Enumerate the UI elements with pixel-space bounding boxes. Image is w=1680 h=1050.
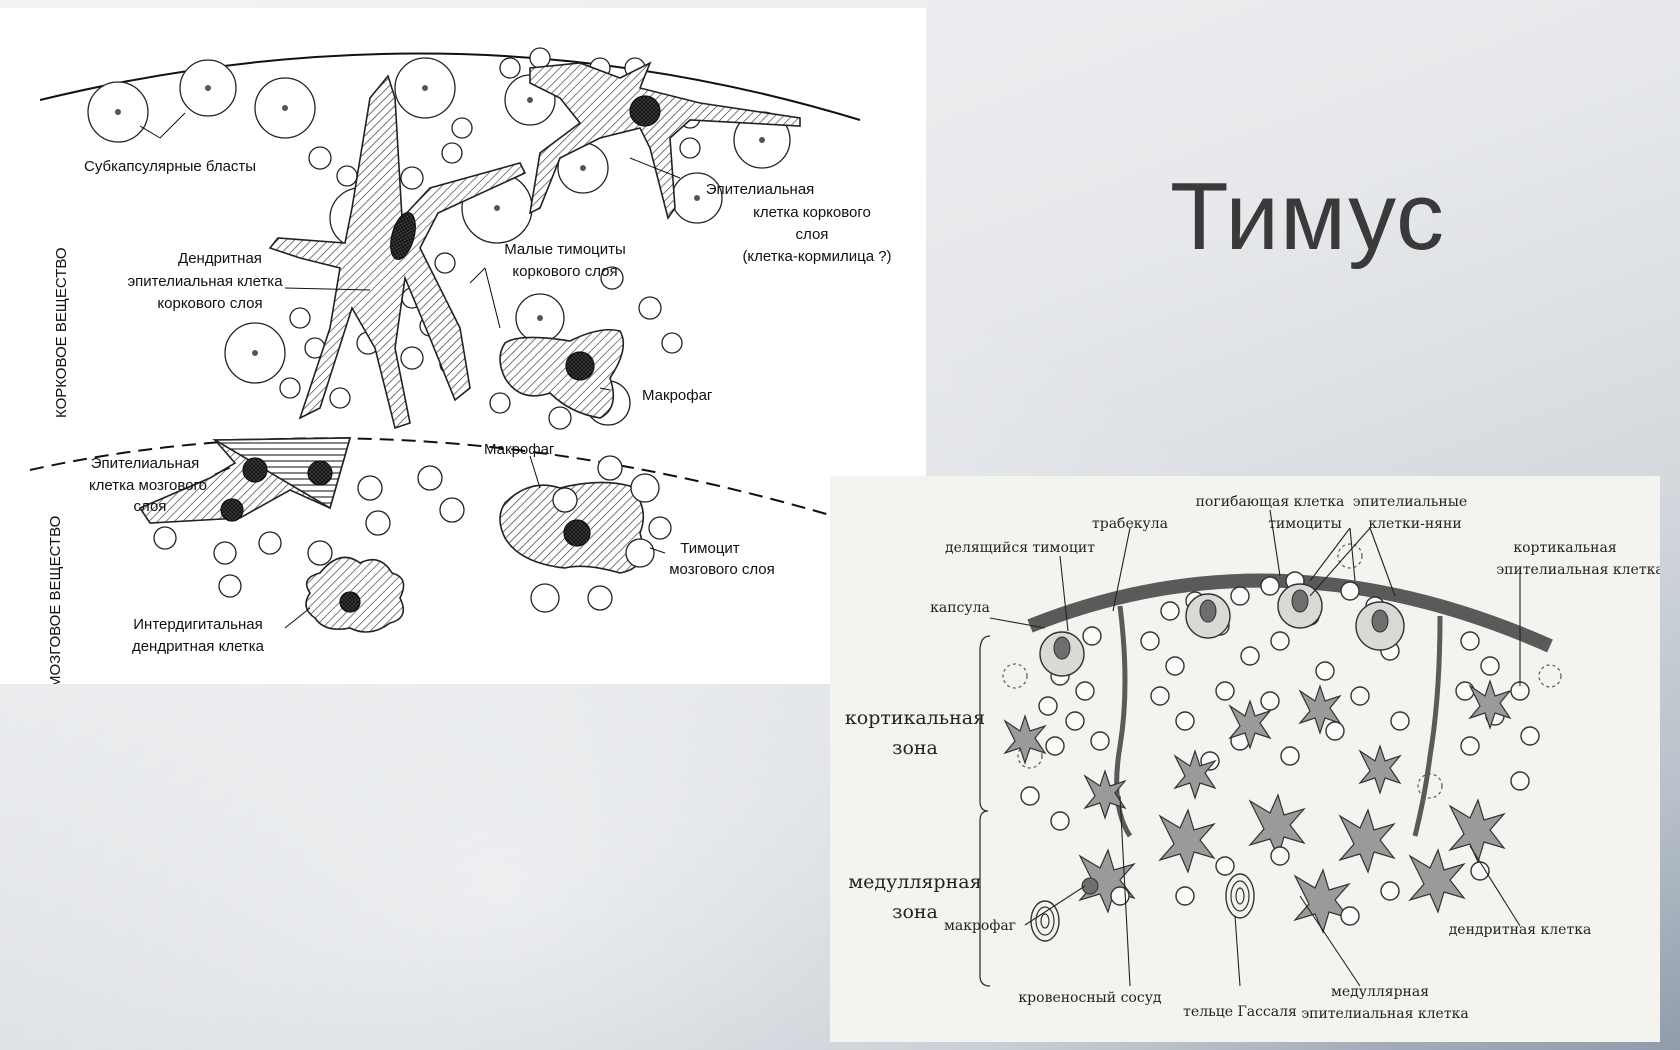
epithelial-medulla-overlay — [212, 437, 352, 510]
label-small-thymocytes-1: Малые тимоциты — [504, 241, 626, 258]
side-label-medulla: МОЗГОВОЕ ВЕЩЕСТВО — [47, 516, 64, 684]
diagram-a-leader-lines — [139, 112, 681, 629]
label-epithelial-cortex-4: (клетка-кормилица ?) — [742, 248, 891, 265]
subcapsular-blast-cells — [87, 57, 791, 426]
thymus-lobule-diagram: погибающая клетка эпителиальные трабекул… — [830, 476, 1660, 1042]
capsule-band — [1027, 573, 1553, 653]
medulla-thymocytes — [153, 455, 672, 613]
dendritic-epithelial-nucleus — [390, 212, 416, 260]
epithelial-medulla-nucleus-2 — [307, 460, 333, 486]
label-cortical-epi-1: кортикальная — [1513, 540, 1617, 556]
label-macrophage-medulla: Макрофаг — [484, 441, 555, 458]
diagram-b-leader-lines — [989, 509, 1521, 987]
label-interdigital-1: Интердигитальная — [133, 616, 262, 633]
label-cortical-zone-1: кортикальная — [845, 707, 985, 729]
label-hassall-body: тельце Гассаля — [1183, 1004, 1297, 1020]
label-medullary-epi-2: эпителиальная клетка — [1301, 1006, 1468, 1022]
label-epithelial-nurse-2: клетки-няни — [1368, 516, 1461, 532]
capsule-line — [39, 52, 861, 121]
stellate-epithelial-cells — [1003, 679, 1512, 934]
label-dividing-thymocyte: делящийся тимоцит — [945, 540, 1095, 556]
label-thymocyte-medulla-1: Тимоцит — [680, 540, 740, 557]
diagram-b-svg: погибающая клетка эпителиальные трабекул… — [845, 494, 1660, 1022]
label-macrophage: макрофаг — [944, 918, 1016, 934]
cortex-medulla-boundary — [29, 437, 841, 519]
label-dendritic-cell: дендритная клетка — [1449, 922, 1592, 938]
slide-title: Тимус — [1170, 163, 1446, 270]
macrophage-medulla-nucleus — [563, 519, 591, 547]
label-epithelial-cortex-1: Эпителиальная — [706, 181, 815, 198]
epithelial-medulla-nucleus-1 — [242, 457, 268, 483]
cortical-zone-bracket — [979, 635, 991, 812]
medullary-zone-bracket — [979, 810, 991, 987]
thymus-cortex-medulla-diagram: КОРКОВОЕ ВЕЩЕСТВО МОЗГОВОЕ ВЕЩЕСТВО — [0, 8, 926, 684]
label-dying-cell: погибающая клетка — [1196, 494, 1345, 510]
cortical-thymocytes — [1002, 543, 1562, 799]
label-medullary-epi-1: медуллярная — [1331, 984, 1429, 1000]
macrophage-b — [1081, 877, 1099, 895]
label-medullary-zone-1: медуллярная — [848, 871, 981, 893]
label-cortical-epi-2: эпителиальная клетка — [1496, 562, 1660, 578]
macrophage-cortex — [499, 328, 625, 419]
label-thymocyte-medulla-2: мозгового слоя — [669, 561, 775, 578]
epithelial-nurse-cell — [528, 61, 801, 220]
label-subcapsular-blasts: Субкапсулярные бласты — [84, 158, 256, 175]
label-dendritic-epi-2: эпителиальная клетка — [127, 273, 283, 290]
label-epithelial-cortex-2: клетка коркового — [753, 204, 871, 221]
epithelial-nurse-cells — [1039, 583, 1405, 677]
label-interdigital-2: дендритная клетка — [132, 638, 265, 655]
hassall-bodies — [1030, 873, 1255, 942]
label-capsule: капсула — [930, 600, 990, 616]
label-dendritic-epi-3: коркового слоя — [157, 295, 262, 312]
macrophage-cortex-nucleus — [565, 351, 595, 381]
label-blood-vessel: кровеносный сосуд — [1018, 990, 1162, 1006]
label-epithelial-nurse-1: эпителиальные — [1353, 494, 1467, 510]
label-epithelial-medulla-2: клетка мозгового — [89, 477, 207, 494]
side-label-cortex: КОРКОВОЕ ВЕЩЕСТВО — [53, 247, 70, 418]
epithelial-medulla-nucleus-3 — [220, 498, 244, 522]
label-epithelial-medulla-1: Эпителиальная — [91, 455, 200, 472]
label-dendritic-epi-1: Дендритная — [178, 250, 262, 267]
label-medullary-zone-2: зона — [892, 901, 938, 923]
label-trabecula: трабекула — [1092, 516, 1168, 532]
label-thymocytes: тимоциты — [1268, 516, 1342, 532]
trabecula-right — [1412, 615, 1443, 837]
label-small-thymocytes-2: коркового слоя — [512, 263, 617, 280]
label-cortical-zone-2: зона — [892, 737, 938, 759]
diagram-a-svg: КОРКОВОЕ ВЕЩЕСТВО МОЗГОВОЕ ВЕЩЕСТВО — [29, 47, 892, 684]
label-macrophage-cortex: Макрофаг — [642, 387, 713, 404]
interdigital-nucleus — [339, 591, 361, 613]
trabecula-left — [1114, 605, 1133, 838]
nurse-cell-nucleus — [629, 95, 661, 127]
label-epithelial-cortex-3: слоя — [796, 226, 829, 243]
label-epithelial-medulla-3: слоя — [134, 498, 167, 515]
